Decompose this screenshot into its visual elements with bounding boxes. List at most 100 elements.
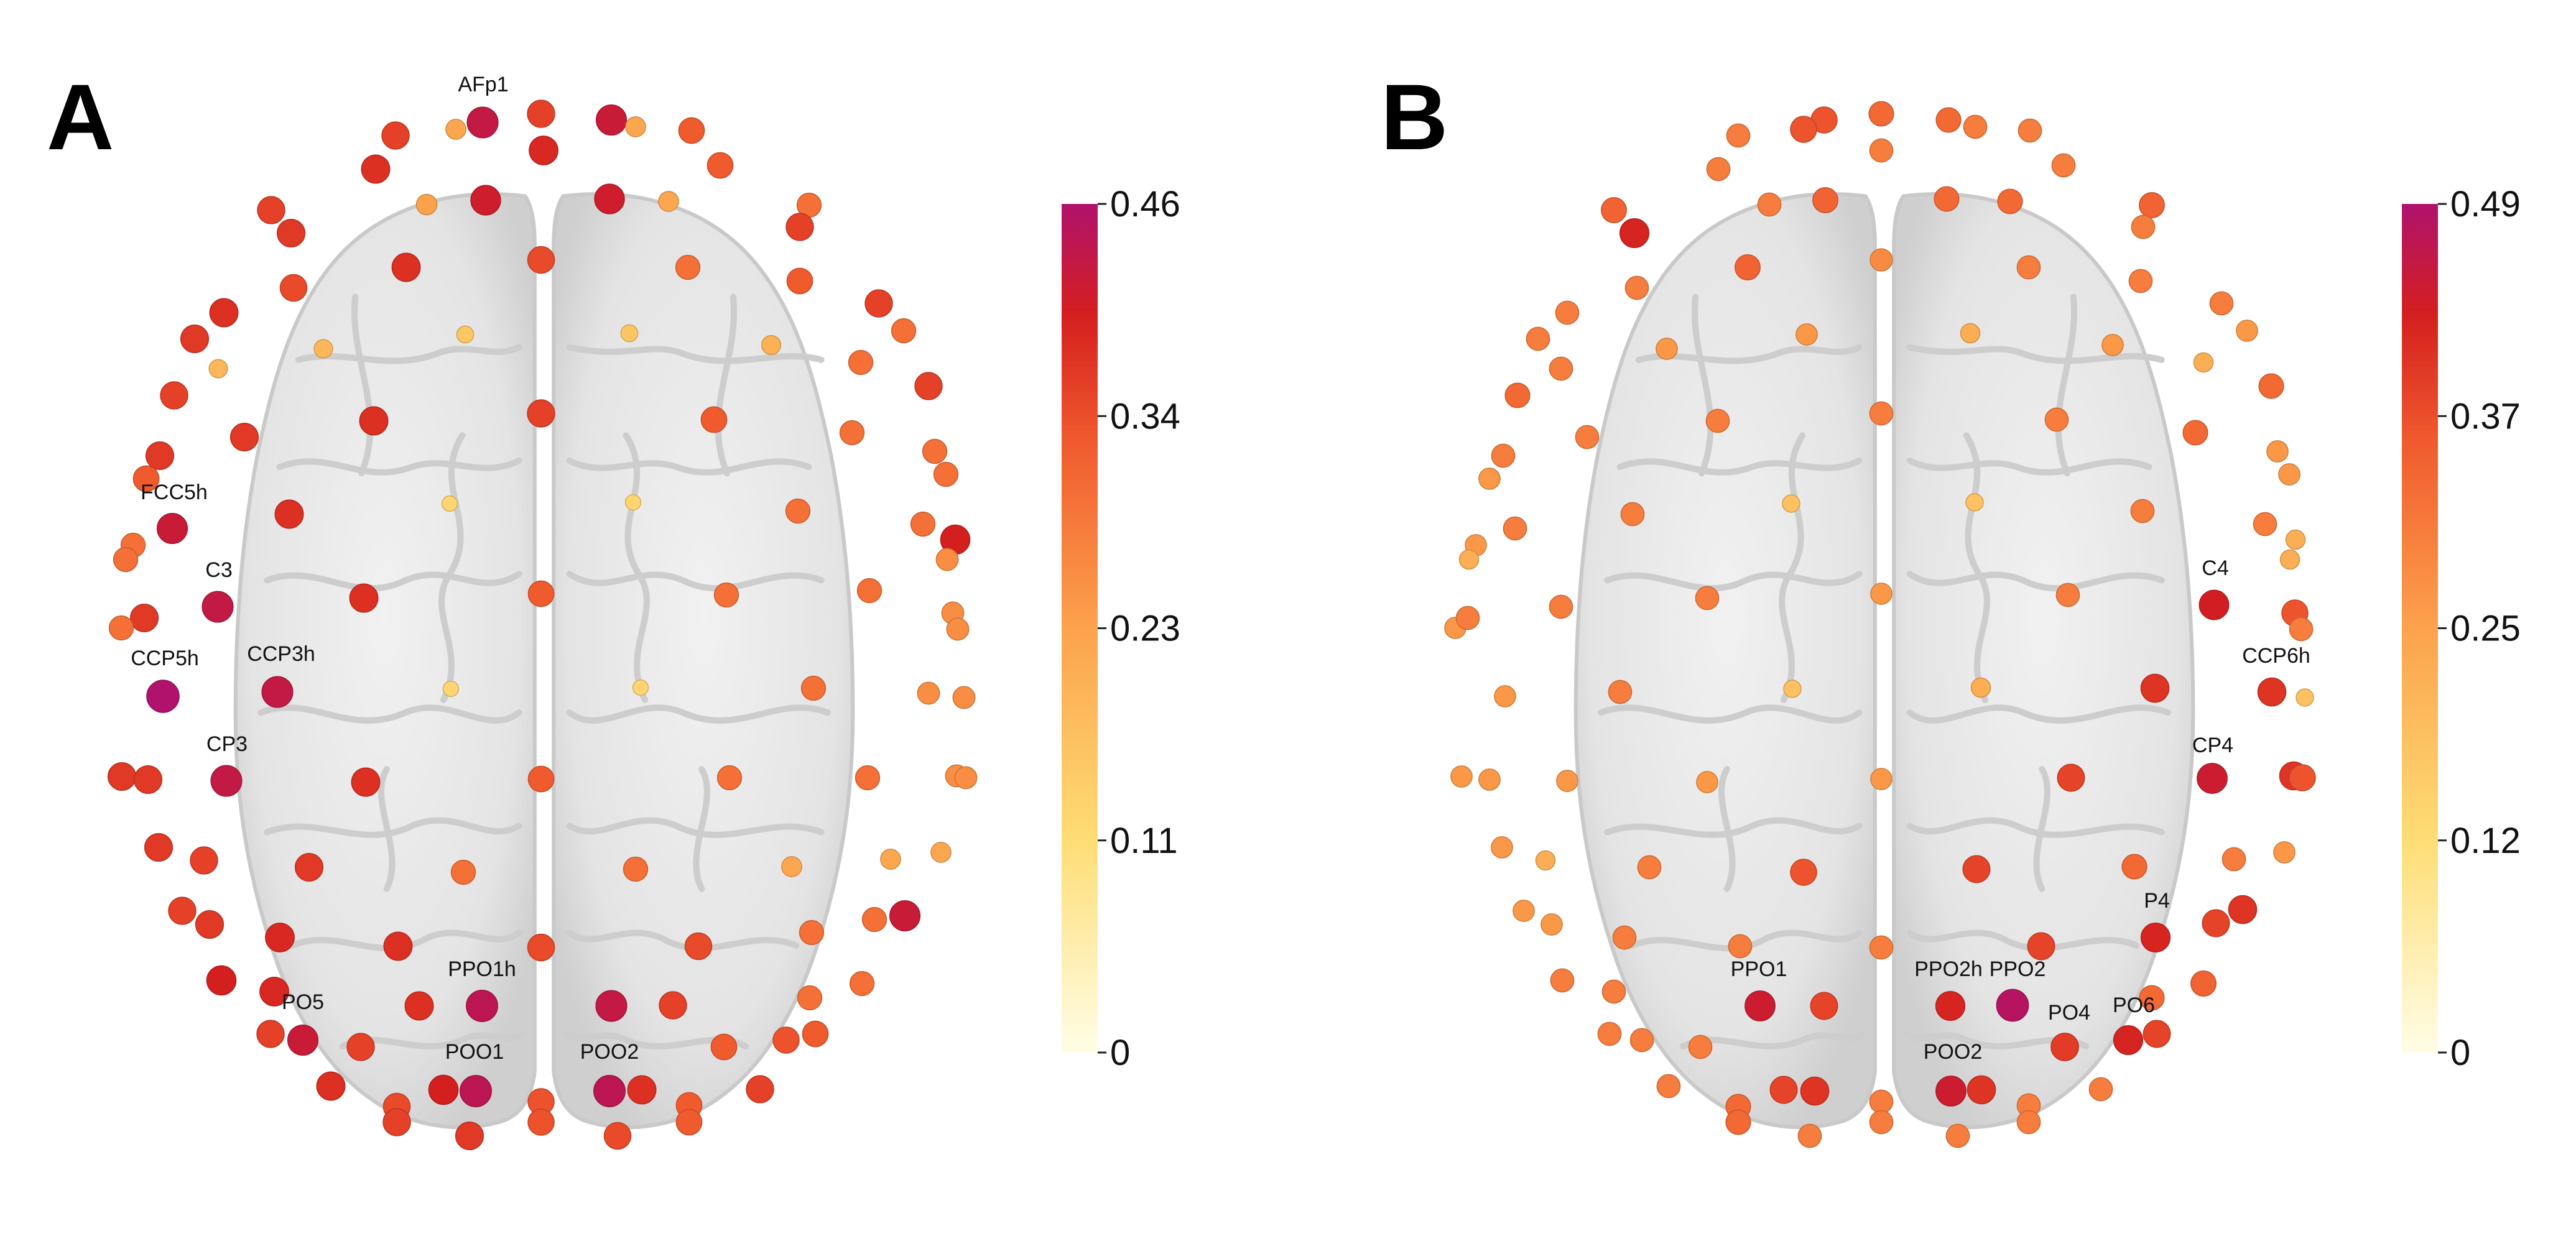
electrode-label: PO6 <box>2113 993 2155 1017</box>
electrode-marker <box>210 765 243 797</box>
electrode-marker <box>1705 408 1730 433</box>
electrode-marker <box>1575 425 1600 449</box>
electrode-label: C4 <box>2202 556 2228 580</box>
electrode-marker <box>658 191 679 212</box>
electrode-marker <box>1945 1123 1970 1148</box>
electrode-label: P4 <box>2144 889 2170 913</box>
electrode-marker <box>781 856 802 877</box>
electrode-marker <box>1556 770 1578 792</box>
electrode-label: PO5 <box>282 990 324 1014</box>
electrode-marker <box>935 548 959 571</box>
colorbar-tick-label: 0.25 <box>2450 609 2521 649</box>
electrode-marker <box>391 252 421 282</box>
electrode-marker <box>2222 847 2246 872</box>
electrode-marker <box>594 183 625 214</box>
electrode-marker <box>1744 990 1776 1021</box>
electrode-marker <box>1619 218 1650 249</box>
electrode-label: PPO2 <box>1990 957 2046 981</box>
electrode-marker <box>466 990 498 1022</box>
brain-top-view-a <box>236 194 853 1127</box>
electrode-marker <box>1869 138 1894 163</box>
electrode-marker <box>180 324 210 354</box>
electrode-marker <box>527 765 555 793</box>
electrode-marker <box>2258 373 2284 399</box>
electrode-marker <box>954 766 978 790</box>
colorbar-tick-label: 0.37 <box>2450 396 2521 436</box>
electrode-marker <box>529 136 558 165</box>
electrode-label: PPO2h <box>1914 957 1983 981</box>
electrode-marker <box>133 765 163 795</box>
electrode-marker <box>2197 763 2228 794</box>
colorbar-tick-label: 0.34 <box>1110 396 1180 436</box>
electrode-marker <box>107 762 137 791</box>
electrode-marker <box>1795 323 1818 346</box>
electrode-marker <box>1612 925 1637 950</box>
electrode-marker <box>349 583 379 613</box>
electrode-marker <box>257 196 285 224</box>
electrode-marker <box>276 218 306 248</box>
electrode-marker <box>1869 248 1893 272</box>
electrode-marker <box>2253 512 2277 537</box>
electrode-marker <box>2198 589 2230 620</box>
electrode-marker <box>1869 1089 1894 1114</box>
electrode-marker <box>2202 909 2230 938</box>
electrode-marker <box>710 1033 738 1061</box>
electrode-marker <box>675 1108 703 1136</box>
colorbar-gradient-b <box>2402 204 2438 1053</box>
electrode-marker <box>129 603 159 633</box>
electrode-marker <box>527 580 555 607</box>
electrode-marker <box>952 686 976 709</box>
electrode-marker <box>1812 187 1838 213</box>
electrode-marker <box>1620 502 1645 527</box>
electrode-marker <box>707 152 734 179</box>
colorbar-gradient-a <box>1062 204 1098 1053</box>
electrode-marker <box>294 852 324 882</box>
electrode-marker <box>2113 1025 2144 1056</box>
electrode-marker <box>849 970 875 997</box>
electrode-marker <box>595 990 628 1022</box>
electrode-marker <box>2193 352 2214 373</box>
electrode-marker <box>1656 338 1678 360</box>
electrode-marker <box>132 465 160 492</box>
colorbar-tick-label: 0.46 <box>1110 184 1180 224</box>
electrode-marker <box>1458 549 1480 570</box>
electrode-label: AFp1 <box>458 73 508 96</box>
electrode-marker <box>946 617 970 641</box>
electrode-marker <box>256 1020 285 1048</box>
electrode-marker <box>1541 913 1563 936</box>
electrode-marker <box>1934 186 1960 212</box>
electrode-marker <box>144 832 174 862</box>
electrode-marker <box>1782 494 1800 513</box>
electrode-marker <box>316 1071 346 1101</box>
electrode-marker <box>2143 1020 2171 1048</box>
electrode-marker <box>1870 583 1893 605</box>
electrode-marker <box>603 1122 632 1150</box>
electrode-marker <box>856 578 883 604</box>
electrode-label: CP3 <box>206 732 248 756</box>
electrode-marker <box>442 680 460 698</box>
electrode-marker <box>2228 895 2258 924</box>
electrode-marker <box>206 965 237 996</box>
electrode-label: PO4 <box>2048 1001 2090 1025</box>
electrode-marker <box>2128 269 2153 293</box>
electrode-marker <box>2088 1077 2113 1102</box>
electrodes-a <box>107 99 978 1151</box>
electrode-marker <box>527 1108 555 1136</box>
electrode-marker <box>382 1108 411 1136</box>
electrode-marker <box>1597 1021 1622 1046</box>
electrode-marker <box>1656 1074 1681 1099</box>
electrode-marker <box>1935 990 1966 1021</box>
electrode-marker <box>1696 771 1718 793</box>
electrode-marker <box>627 1075 657 1105</box>
electrode-marker <box>2140 922 2171 953</box>
electrode-marker <box>1491 836 1513 859</box>
electrode-marker <box>415 193 438 216</box>
electrode-label: POO1 <box>445 1040 504 1064</box>
electrode-label: PPO1h <box>448 957 516 981</box>
electrode-marker <box>620 324 639 343</box>
electrode-marker <box>274 499 304 529</box>
electrode-marker <box>2273 841 2296 864</box>
